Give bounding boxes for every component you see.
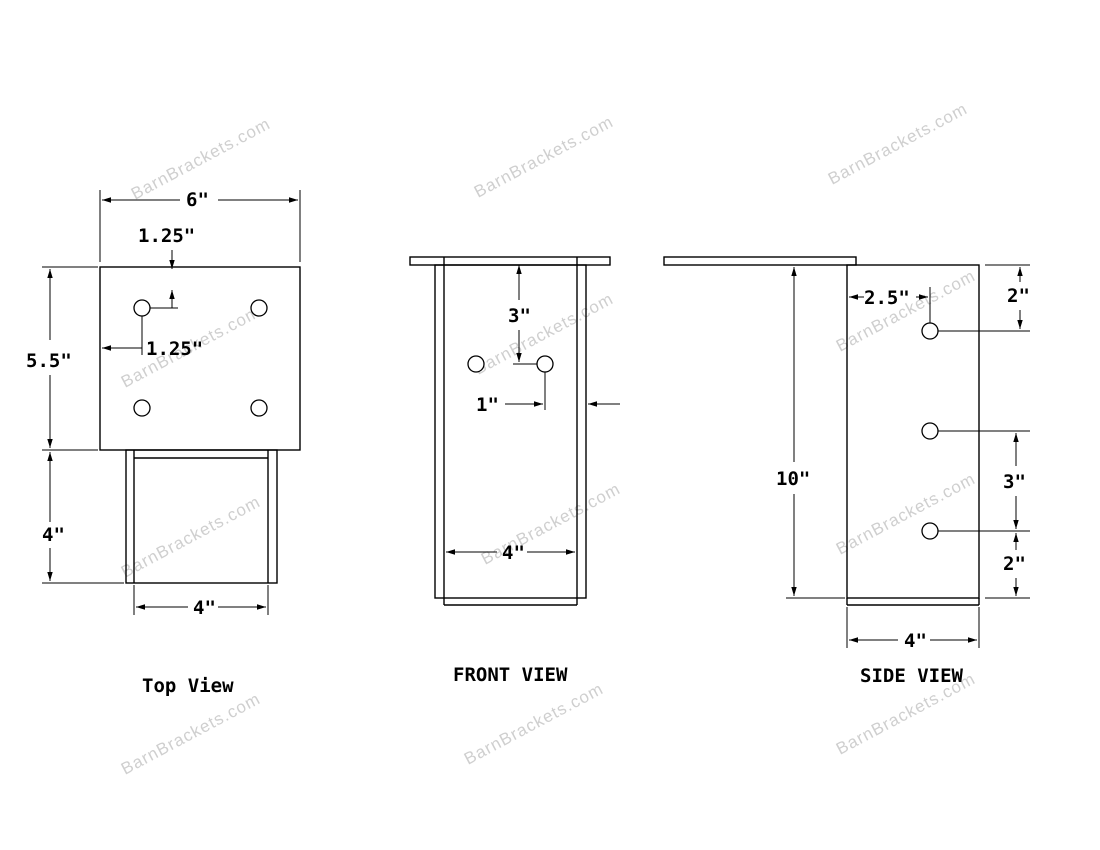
dim-hole-inset-label: 2.5" bbox=[864, 287, 910, 309]
watermark: BarnBrackets.com bbox=[825, 99, 971, 188]
dim-width-label: 6" bbox=[186, 189, 209, 211]
top-plate-edge bbox=[409, 256, 611, 266]
dim-depth-label: 5.5" bbox=[26, 350, 72, 372]
dim-hole-drop-label: 3" bbox=[508, 305, 531, 327]
top-plate-edge bbox=[663, 256, 857, 266]
dim-leg-height-label: 4" bbox=[42, 524, 65, 546]
bolt-hole bbox=[133, 399, 151, 417]
bracket-body-outline bbox=[434, 264, 587, 599]
dim-height-label: 10" bbox=[776, 468, 810, 490]
bolt-hole bbox=[921, 322, 939, 340]
dim-hole-offset-y-label: 1.25" bbox=[138, 225, 195, 247]
side-view-caption: SIDE VIEW bbox=[860, 665, 964, 687]
watermark: BarnBrackets.com bbox=[471, 112, 617, 201]
top-view-caption: Top View bbox=[142, 675, 234, 697]
watermark: BarnBrackets.com bbox=[461, 679, 607, 768]
watermark: BarnBrackets.com bbox=[478, 479, 624, 568]
bolt-hole bbox=[250, 299, 268, 317]
watermark: BarnBrackets.com bbox=[118, 689, 264, 778]
dim-inner-width-label: 4" bbox=[193, 597, 216, 619]
top-view: 6" 1.25" 1.25" 5.5" 4" 4" Top View bbox=[26, 189, 301, 697]
front-view: 3" 1" 4" FRONT VIEW bbox=[409, 256, 620, 686]
bolt-hole bbox=[250, 399, 268, 417]
watermark: BarnBrackets.com bbox=[833, 266, 979, 355]
side-view: 2.5" 2" 3" 2" 10" 4" SIDE VIEW bbox=[663, 256, 1030, 687]
bolt-hole bbox=[467, 355, 485, 373]
dim-hole-offset-label: 1" bbox=[476, 394, 499, 416]
dim-top-hole-label: 2" bbox=[1007, 285, 1030, 307]
dim-width-label: 4" bbox=[904, 630, 927, 652]
watermark: BarnBrackets.com bbox=[833, 469, 979, 558]
dim-hole-spacing-label: 3" bbox=[1003, 471, 1026, 493]
bolt-hole bbox=[921, 522, 939, 540]
watermark: BarnBrackets.com bbox=[118, 492, 264, 581]
dim-hole-offset-x-label: 1.25" bbox=[146, 338, 203, 360]
bolt-hole bbox=[133, 299, 151, 317]
bolt-hole bbox=[536, 355, 554, 373]
dim-inner-width-label: 4" bbox=[502, 542, 525, 564]
leg-outline bbox=[125, 449, 278, 584]
bolt-hole bbox=[921, 422, 939, 440]
front-view-caption: FRONT VIEW bbox=[453, 664, 568, 686]
dim-bottom-hole-label: 2" bbox=[1003, 553, 1026, 575]
